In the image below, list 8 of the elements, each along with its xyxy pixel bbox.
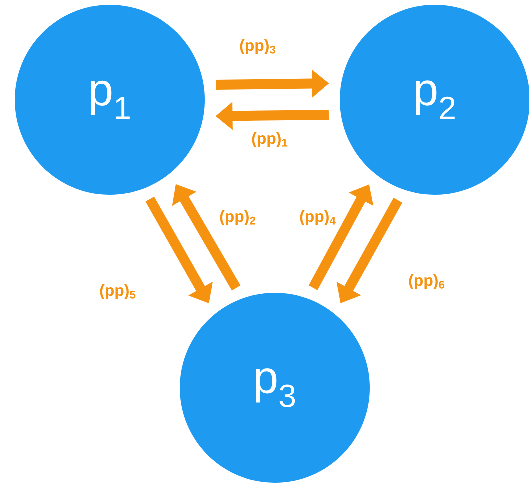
edge-label: (pp)$_{5}$ bbox=[98, 284, 138, 300]
circle-node: p$_{1}$ bbox=[15, 5, 205, 195]
edge-label: (pp)$_{1}$ bbox=[250, 132, 290, 148]
edge-label: (pp)$_{2}$ bbox=[218, 210, 258, 226]
edge-label: (pp)$_{6}$ bbox=[408, 274, 446, 290]
circle-node: p$_{3}$ bbox=[180, 293, 370, 483]
edge-label: (pp)$_{3}$ bbox=[238, 38, 278, 56]
edge-label: (pp)$_{4}$ bbox=[298, 210, 338, 226]
